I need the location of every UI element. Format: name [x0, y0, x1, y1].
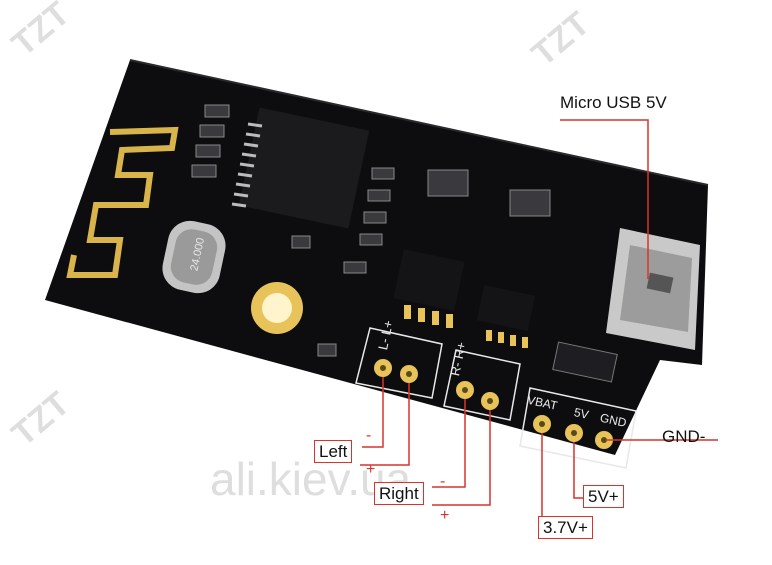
micro-usb-connector — [606, 228, 700, 350]
right-plus-sign: + — [440, 507, 450, 524]
left-label: Left — [314, 440, 353, 463]
left-plus-sign: + — [366, 461, 376, 478]
3-7v-label: 3.7V+ — [538, 516, 593, 539]
smd-components — [191, 104, 551, 357]
amplifier-chip-left — [393, 249, 465, 328]
amplifier-chip-right — [476, 284, 536, 348]
right-minus-sign: - — [440, 473, 446, 490]
left-minus-sign: - — [366, 427, 372, 444]
silk-5v: 5V — [573, 405, 590, 422]
silk-gnd: GND — [599, 411, 628, 430]
silk-r: R- R+ — [447, 341, 469, 378]
silk-vbat: VBAT — [526, 393, 559, 413]
silk-l: L- L+ — [375, 319, 396, 351]
right-label: Right — [374, 482, 424, 505]
pcb-board: 24.000 — [45, 59, 709, 469]
5v-label: 5V+ — [583, 485, 624, 508]
gnd-label: GND- — [662, 427, 706, 446]
micro-usb-label: Micro USB 5V — [560, 93, 667, 112]
callout-lines — [360, 119, 718, 529]
antenna-trace — [66, 126, 179, 278]
silkscreen-outlines — [355, 327, 637, 469]
main-ic — [231, 107, 370, 229]
